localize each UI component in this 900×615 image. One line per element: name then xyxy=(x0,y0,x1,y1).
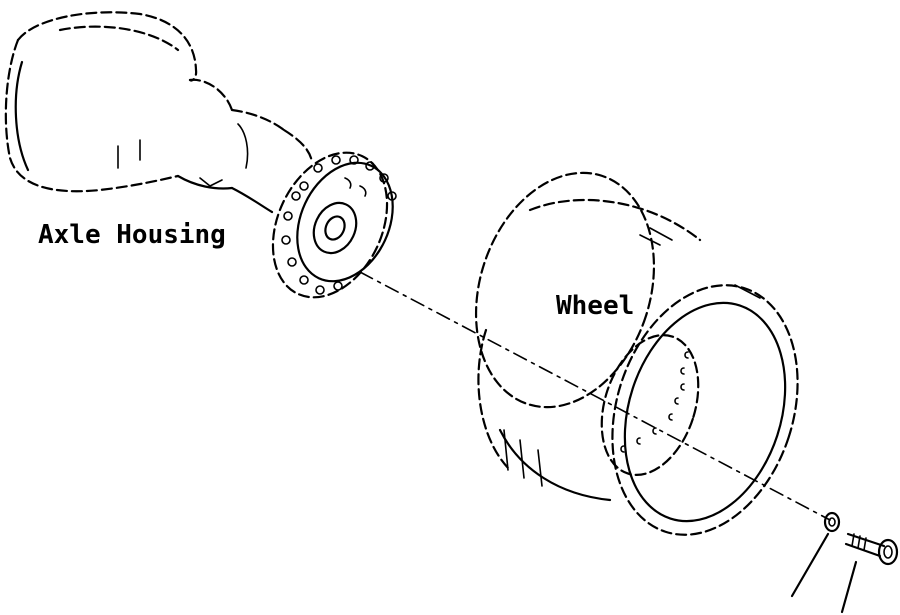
wheel xyxy=(474,171,799,536)
leader-line-bolt xyxy=(840,560,858,614)
nut xyxy=(823,511,841,533)
assembly-centerline xyxy=(359,271,831,521)
bolt xyxy=(844,532,899,566)
leader-line-nut xyxy=(790,532,830,598)
axle-housing xyxy=(4,11,397,299)
wheel-label: Wheel xyxy=(556,291,634,321)
axle-housing-label: Axle Housing xyxy=(38,220,226,250)
